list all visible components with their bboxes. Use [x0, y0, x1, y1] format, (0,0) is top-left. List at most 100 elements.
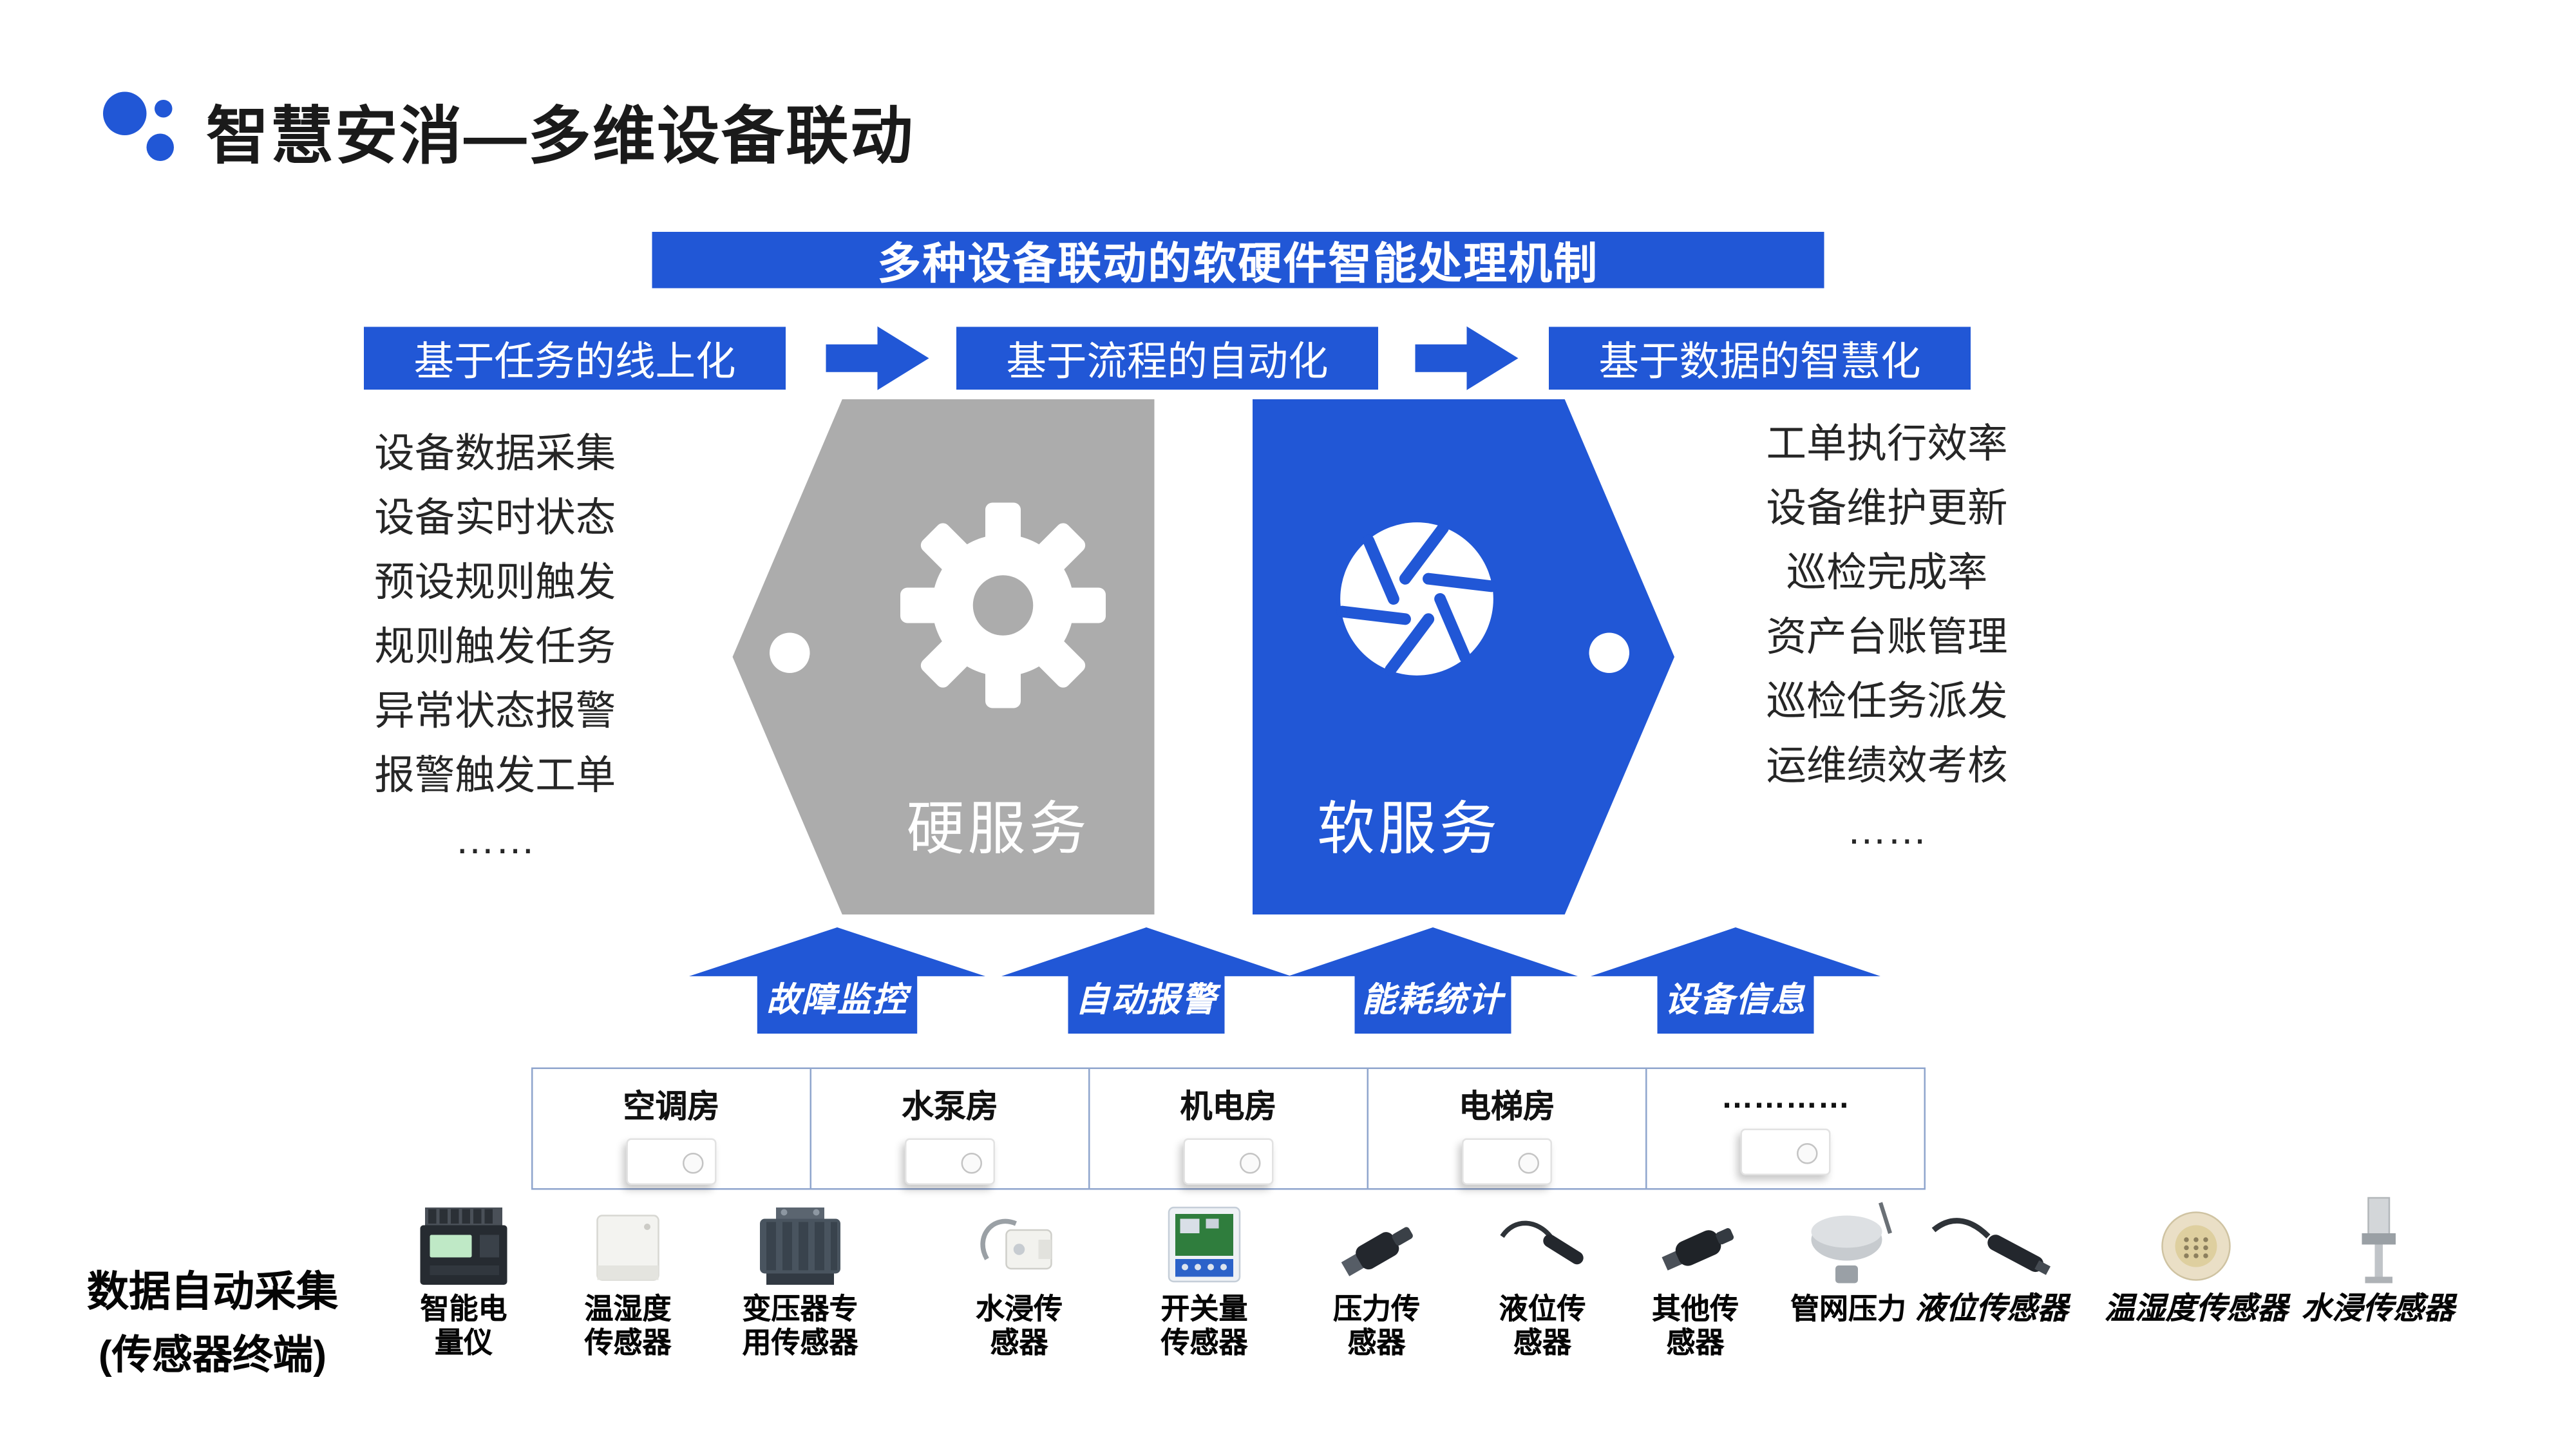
- list-item: 运维绩效考核: [1766, 744, 2008, 789]
- hard-service-label: 硬服务: [906, 795, 1090, 862]
- sensor-temp-humidity: 温湿度 传感器: [531, 1195, 724, 1361]
- sensor-smart-power-meter: 智能电 量仪: [367, 1195, 560, 1361]
- brand-logo: [103, 80, 190, 167]
- aperture-icon: [1336, 522, 1497, 676]
- sensor-label: 其他传 感器: [1652, 1293, 1739, 1359]
- logo-dot-large: [103, 91, 147, 135]
- dataflow-label: 能耗统计: [1362, 982, 1504, 1019]
- rooms-strip: 空调房 水泵房 机电房 电梯房 …………: [531, 1067, 1926, 1190]
- sensor-label: 液位传感器: [1915, 1293, 2069, 1327]
- transformer-sensor-image: [747, 1195, 853, 1288]
- mechanism-banner: 多种设备联动的软硬件智能处理机制: [652, 232, 1824, 289]
- dataflow-fault-monitoring: 故障监控: [689, 927, 985, 1034]
- stage-process-automation: 基于流程的自动化: [956, 327, 1378, 390]
- stage-label: 基于任务的线上化: [413, 339, 736, 384]
- list-item: 巡检任务派发: [1766, 679, 2008, 724]
- list-item: 设备维护更新: [1766, 486, 2008, 531]
- hexagon-node-dot: [1589, 632, 1629, 673]
- list-item: 报警触发工单: [374, 753, 616, 799]
- dataflow-device-info: 设备信息: [1591, 927, 1880, 1034]
- stage-data-intelligence: 基于数据的智慧化: [1549, 327, 1971, 390]
- list-item: 设备数据采集: [374, 431, 616, 477]
- hard-service-capability-list: 设备数据采集 设备实时状态 预设规则触发 规则触发任务 异常状态报警 报警触发工…: [330, 431, 661, 882]
- logo-dot-small: [155, 100, 173, 118]
- wall-controller-icon: [905, 1138, 995, 1185]
- sensor-label: 压力传 感器: [1333, 1293, 1420, 1359]
- wall-controller-icon: [1462, 1138, 1552, 1185]
- wall-controller-icon: [626, 1138, 717, 1185]
- sensor-liquid-level: 液位传 感器: [1446, 1195, 1639, 1361]
- sensor-pipe-pressure: 管网压力: [1752, 1195, 1945, 1327]
- soft-service-hexagon: 软服务: [1253, 399, 1674, 914]
- dataflow-auto-alarm: 自动报警: [1001, 927, 1291, 1034]
- list-item: ……: [455, 818, 536, 863]
- list-item: 设备实时状态: [374, 496, 616, 541]
- sensor-label: 温湿度传感器: [2104, 1293, 2288, 1327]
- list-item: 工单执行效率: [1766, 422, 2008, 467]
- wall-controller-icon: [1183, 1138, 1274, 1185]
- soft-service-label: 软服务: [1316, 795, 1501, 862]
- list-item: 规则触发任务: [374, 625, 616, 670]
- wall-controller-icon: [1740, 1128, 1831, 1175]
- room-label: …………: [1721, 1080, 1850, 1116]
- dataflow-energy-statistics: 能耗统计: [1288, 927, 1578, 1034]
- room-label: 空调房: [623, 1090, 720, 1126]
- gear-icon: [900, 502, 1106, 708]
- sensor-label: 液位传 感器: [1499, 1293, 1586, 1359]
- hexagon-node-dot: [770, 632, 810, 673]
- room-label: 电梯房: [1459, 1090, 1555, 1126]
- collection-title: 数据自动采集: [86, 1267, 338, 1316]
- pressure-sensor-image: [1323, 1195, 1430, 1288]
- room-label: 机电房: [1180, 1090, 1277, 1126]
- list-item: 巡检完成率: [1786, 551, 1988, 596]
- room-cell-pump: 水泵房: [810, 1069, 1089, 1188]
- sensor-liquid-level-2: 液位传感器: [1886, 1195, 2098, 1327]
- sensor-water-leak-2: 水浸传感器: [2272, 1195, 2485, 1327]
- list-item: 预设规则触发: [374, 560, 616, 605]
- dataflow-label: 设备信息: [1665, 982, 1806, 1019]
- sensor-transformer: 变压器专 用传感器: [704, 1195, 897, 1361]
- pipe-pressure-sensor-image: [1789, 1195, 1908, 1288]
- right-arrow-icon: [1415, 326, 1519, 390]
- right-arrow-icon: [826, 326, 929, 390]
- sensor-water-leak: 水浸传 感器: [923, 1195, 1116, 1361]
- page-title: 智慧安消—多维设备联动: [206, 103, 915, 173]
- sensor-label: 智能电 量仪: [420, 1293, 507, 1359]
- water-leak-sensor-image: [968, 1195, 1071, 1288]
- list-item: ……: [1846, 808, 1927, 853]
- soft-service-capability-list: 工单执行效率 设备维护更新 巡检完成率 资产台账管理 巡检任务派发 运维绩效考核…: [1712, 422, 2063, 873]
- dataflow-label: 自动报警: [1075, 982, 1217, 1019]
- list-item: 异常状态报警: [374, 689, 616, 734]
- sensor-label: 温湿度 传感器: [584, 1293, 672, 1359]
- hard-service-hexagon: 硬服务: [732, 399, 1155, 914]
- sensor-switch-signal: 开关量 传感器: [1108, 1195, 1301, 1361]
- room-cell-electromechanical: 机电房: [1088, 1069, 1367, 1188]
- sensor-label: 水浸传感器: [2301, 1293, 2455, 1327]
- dataflow-label: 故障监控: [766, 982, 908, 1019]
- room-cell-hvac: 空调房: [533, 1069, 810, 1188]
- sensor-temp-humidity-2: 温湿度传感器: [2090, 1195, 2302, 1327]
- smart-power-meter-image: [412, 1195, 515, 1288]
- logo-dot-medium: [146, 133, 174, 161]
- stage-task-onlineization: 基于任务的线上化: [364, 327, 786, 390]
- sensor-pressure: 压力传 感器: [1280, 1195, 1473, 1361]
- switch-signal-sensor-image: [1153, 1195, 1256, 1288]
- liquid-level-sensor-image: [1490, 1195, 1596, 1288]
- other-sensor-image: [1642, 1195, 1748, 1288]
- temp-humidity-sensor-2-image: [2151, 1195, 2241, 1288]
- sensor-label: 变压器专 用传感器: [742, 1293, 858, 1359]
- sensor-other: 其他传 感器: [1599, 1195, 1792, 1361]
- room-cell-elevator: 电梯房: [1367, 1069, 1646, 1188]
- sensor-label: 管网压力: [1790, 1293, 1906, 1325]
- sensor-label: 开关量 传感器: [1160, 1293, 1248, 1359]
- stage-label: 基于流程的自动化: [1006, 339, 1329, 384]
- water-leak-sensor-2-image: [2341, 1195, 2415, 1288]
- liquid-level-sensor-2-image: [1924, 1195, 2060, 1288]
- room-cell-more: …………: [1645, 1069, 1924, 1188]
- sensor-label: 水浸传 感器: [976, 1293, 1063, 1359]
- room-label: 水泵房: [902, 1090, 998, 1126]
- collection-subtitle: (传感器终端): [98, 1333, 327, 1378]
- stage-label: 基于数据的智慧化: [1598, 339, 1921, 384]
- list-item: 资产台账管理: [1766, 615, 2008, 660]
